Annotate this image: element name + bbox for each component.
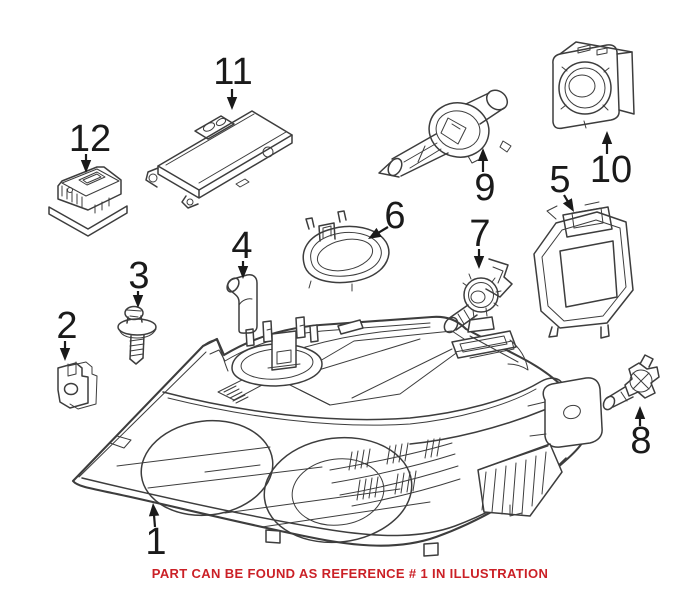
part-9-xenon-bulb-drawing: [378, 89, 512, 178]
callout-label-7: 7: [469, 213, 490, 255]
part-2-clip-drawing: [57, 361, 98, 410]
callout-label-12: 12: [69, 118, 111, 160]
part-7-bulb-socket-drawing: [443, 258, 513, 334]
part-3-screw-drawing: [117, 305, 157, 365]
callout-11: 11: [213, 51, 253, 110]
callout-label-1: 1: [145, 521, 166, 563]
callout-label-10: 10: [590, 149, 632, 191]
callout-1: 1: [145, 503, 167, 563]
callout-label-4: 4: [231, 225, 252, 267]
callout-6: 6: [368, 195, 406, 239]
part-12-ignition-module-drawing: [48, 166, 128, 237]
callout-3: 3: [128, 255, 150, 308]
callout-5: 5: [549, 159, 574, 212]
callout-4: 4: [231, 225, 253, 279]
parts-artwork: [48, 41, 660, 557]
callout-label-9: 9: [474, 167, 495, 209]
part-11-control-unit-drawing: [145, 110, 293, 209]
caption: PART CAN BE FOUND AS REFERENCE # 1 IN IL…: [151, 566, 549, 581]
part-4-vent-elbow-drawing: [226, 274, 258, 334]
part-10-bulb-access-cover-drawing: [552, 41, 635, 130]
callout-12: 12: [69, 118, 111, 173]
part-5-housing-cover-drawing: [533, 201, 634, 339]
callout-label-3: 3: [128, 255, 149, 297]
callout-2: 2: [56, 305, 78, 361]
callout-label-11: 11: [213, 51, 252, 93]
part-8-side-marker-socket-drawing: [602, 354, 660, 411]
callout-7: 7: [469, 213, 491, 269]
callout-9: 9: [474, 148, 496, 209]
callout-label-8: 8: [630, 420, 651, 462]
callout-label-2: 2: [56, 305, 77, 347]
callout-8: 8: [630, 406, 652, 462]
part-1-headlight-assembly-drawing: [71, 307, 603, 557]
callout-10: 10: [590, 131, 632, 191]
callout-label-5: 5: [549, 159, 570, 201]
part-6-cover-seal-drawing: [302, 210, 390, 292]
callout-label-6: 6: [384, 195, 405, 237]
